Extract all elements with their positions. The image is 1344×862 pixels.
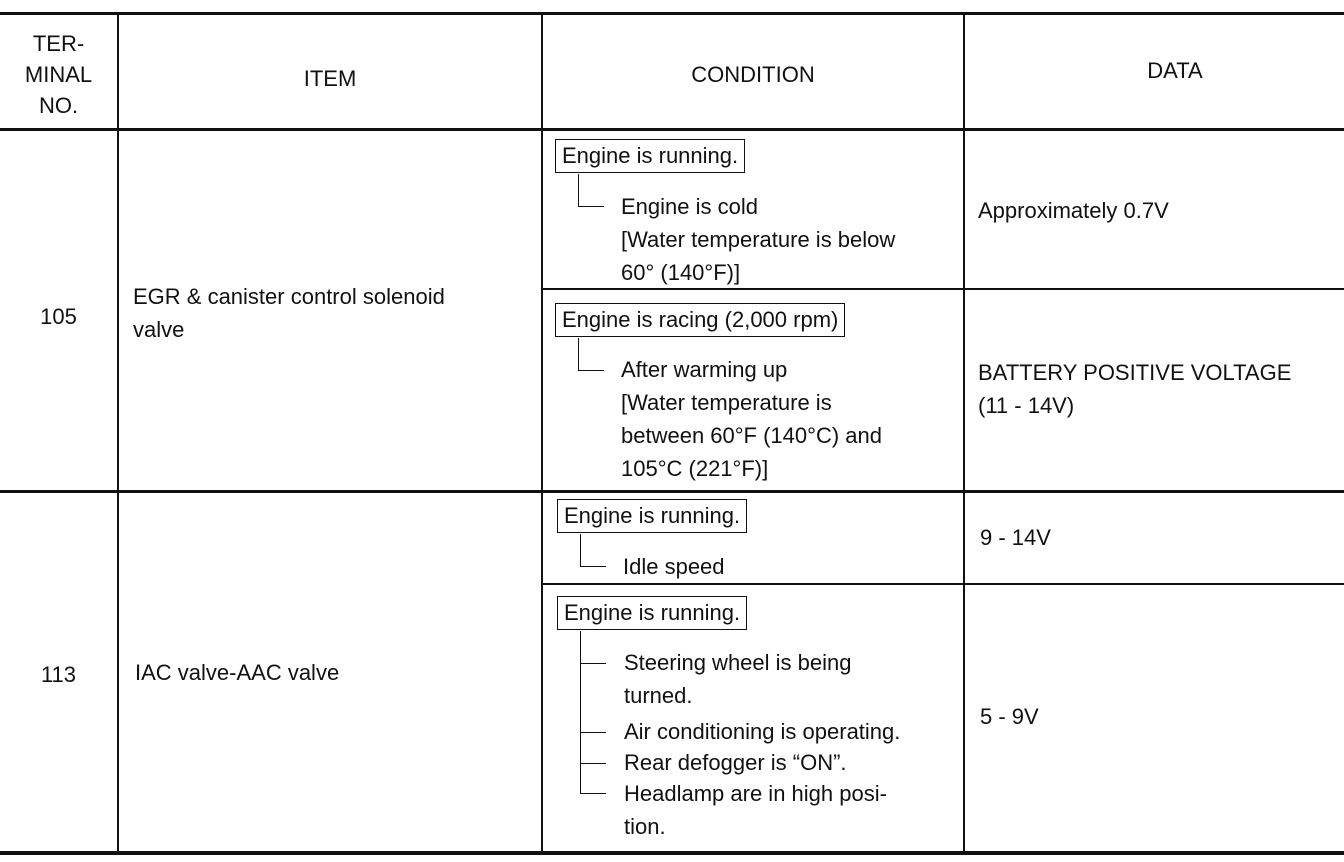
- item-113: IAC valve-AAC valve: [135, 660, 340, 685]
- tree-tick-headlamp: [580, 793, 606, 794]
- tree-tick-defogger: [580, 763, 606, 764]
- condition-detail-headlamp: Headlamp are in high posi- tion.: [624, 781, 887, 839]
- condition-detail-steering: Steering wheel is being turned.: [624, 650, 852, 708]
- tree-tick-steering: [580, 663, 606, 664]
- tree-branch-113-a-tick: [580, 566, 606, 567]
- item-105: EGR & canister control solenoid valve: [133, 284, 445, 342]
- table-top-rule: [0, 12, 1344, 15]
- row-105-split-rule: [543, 288, 1344, 290]
- condition-detail-aircon: Air conditioning is operating.: [624, 719, 901, 744]
- table-bottom-rule: [0, 851, 1344, 855]
- tree-branch-105-a: [578, 174, 579, 206]
- terminal-105: 105: [40, 304, 77, 329]
- data-105-a: Approximately 0.7V: [978, 198, 1169, 223]
- row-divider-rule: [0, 490, 1344, 493]
- col-divider-2: [541, 12, 543, 855]
- col-divider-1: [117, 12, 119, 855]
- tree-branch-113-a: [580, 534, 581, 566]
- tree-branch-105-a-tick: [578, 206, 604, 207]
- data-105-b: BATTERY POSITIVE VOLTAGE (11 - 14V): [978, 360, 1292, 418]
- terminal-113: 113: [40, 662, 77, 687]
- tree-branch-105-b: [578, 338, 579, 370]
- header-data: DATA: [1147, 58, 1203, 83]
- data-113-b: 5 - 9V: [980, 704, 1039, 729]
- condition-box-105-b: Engine is racing (2,000 rpm): [555, 303, 846, 337]
- condition-box-113-b: Engine is running.: [557, 596, 748, 630]
- condition-detail-105-a: Engine is cold [Water temperature is bel…: [621, 194, 896, 285]
- condition-detail-defogger: Rear defogger is “ON”.: [624, 750, 847, 775]
- header-item: ITEM: [303, 66, 357, 91]
- condition-detail-105-b: After warming up [Water temperature is b…: [621, 357, 882, 481]
- condition-box-113-a: Engine is running.: [557, 499, 748, 533]
- tree-tick-aircon: [580, 732, 606, 733]
- header-condition: CONDITION: [691, 62, 815, 87]
- data-113-a: 9 - 14V: [980, 525, 1051, 550]
- col-divider-3: [963, 12, 965, 855]
- tree-branch-105-b-tick: [578, 370, 604, 371]
- header-terminal-no: TER- MINAL NO.: [24, 31, 93, 118]
- row-113-split-rule: [543, 583, 1344, 585]
- condition-box-105-a: Engine is running.: [555, 139, 746, 173]
- condition-detail-113-a: Idle speed: [623, 554, 725, 579]
- header-bottom-rule: [0, 128, 1344, 131]
- tree-branch-113-b: [580, 631, 581, 793]
